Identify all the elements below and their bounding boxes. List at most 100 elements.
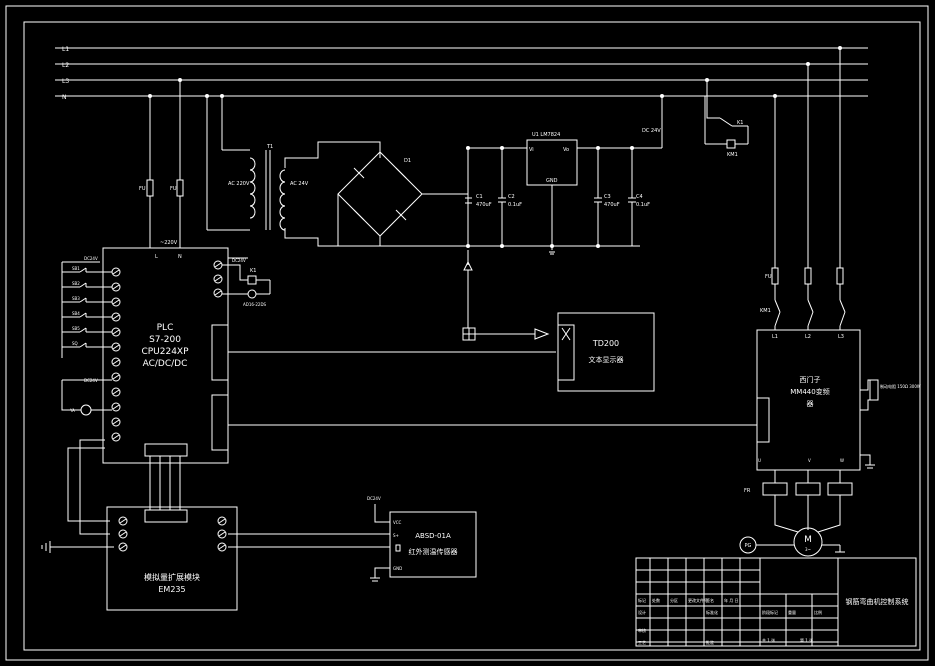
terminal-slot — [112, 314, 120, 320]
sensor-pin: GND — [393, 566, 402, 571]
terminal-screw — [217, 542, 227, 552]
display-sub: 文本显示器 — [589, 355, 624, 364]
diode — [395, 167, 407, 179]
relay-label: K1 — [250, 268, 256, 274]
fuse-label: FU — [139, 186, 146, 192]
display-title: TD200 — [592, 339, 619, 348]
terminal-slot — [112, 269, 120, 275]
ext-wire — [67, 447, 110, 522]
terminal-screw — [217, 516, 227, 526]
coil — [249, 193, 256, 207]
coil — [279, 205, 286, 219]
motor-wire — [774, 515, 799, 533]
sensor-sub: 红外测温传感器 — [409, 547, 458, 556]
relay-wire — [706, 80, 720, 119]
inverter-label: 西门子 — [800, 375, 821, 384]
relay-coil — [247, 275, 257, 285]
dc24-label: DC24V — [84, 378, 98, 383]
junction-dot — [205, 94, 209, 98]
lamp — [247, 289, 257, 299]
wire — [561, 327, 571, 341]
junction-dot — [466, 146, 470, 150]
inverter-label: 器 — [807, 400, 814, 408]
terminal-screw — [217, 529, 227, 539]
motor-label: M — [804, 535, 812, 545]
title-cell: 批准 — [706, 639, 714, 645]
title-block — [635, 557, 917, 647]
coil — [249, 205, 256, 219]
junction-dot — [500, 146, 504, 150]
wire — [719, 117, 733, 127]
plc-port — [211, 394, 229, 451]
rectifier-label: D1 — [404, 158, 411, 164]
terminal-slot — [112, 284, 120, 290]
terminal-slot — [112, 344, 120, 350]
fuse — [176, 179, 184, 197]
junction-dot — [596, 244, 600, 248]
title-cell: 第 1 张 — [800, 637, 813, 643]
junction-dot — [630, 146, 634, 150]
wiring — [5, 5, 929, 661]
plc-label: PLC — [157, 323, 174, 333]
ext-title: 模拟量扩展模块 — [144, 572, 200, 582]
plc-pin: L — [155, 254, 158, 260]
title-cell: 重量 — [788, 609, 796, 615]
bridge-outline — [337, 151, 423, 237]
junction-dot — [596, 146, 600, 150]
plc-port — [211, 324, 229, 381]
junction-dots — [148, 46, 842, 248]
lamp-label: AD16-22DS — [243, 302, 267, 307]
plc-supply-label: ~220V — [160, 240, 178, 246]
ext-model: EM235 — [158, 585, 185, 594]
res-wire — [860, 379, 876, 391]
switch — [79, 297, 87, 303]
junction-dot — [148, 94, 152, 98]
terminal-slot — [112, 374, 120, 380]
junction-dot — [773, 94, 777, 98]
relay-coil — [726, 139, 736, 149]
dc24-label: DC24V — [84, 256, 98, 261]
ribbon-connector — [144, 443, 188, 457]
overload-relay — [795, 482, 821, 496]
terminal-slot — [214, 262, 222, 268]
bus-label: L2 — [62, 62, 69, 69]
coil — [279, 181, 286, 195]
sensor-box — [389, 511, 477, 578]
cap-value: 0.1uF — [508, 202, 522, 208]
terminal-screw — [111, 372, 121, 382]
terminal-screw — [213, 288, 223, 298]
junction-dot — [220, 94, 224, 98]
bus-label: L1 — [62, 46, 69, 53]
secondary-wire — [284, 141, 381, 168]
contactor-label: KM1 — [760, 308, 771, 314]
plc-label: AC/DC/DC — [143, 359, 188, 369]
inverter-port — [756, 397, 770, 443]
terminal-slot — [119, 518, 127, 524]
transformer-label: T1 — [266, 144, 273, 150]
encoder-label: PG — [745, 543, 752, 549]
inverter-pin: W — [840, 458, 844, 463]
title-cell: 共 1 张 — [762, 637, 775, 643]
junction-dot — [838, 46, 842, 50]
relay-label: KM1 — [727, 152, 738, 158]
title-cell: 工艺 — [638, 640, 646, 645]
switch — [79, 312, 87, 318]
cap-value: 470uF — [476, 202, 492, 208]
cap-label: C1 — [476, 194, 483, 200]
inverter-pin: U — [758, 458, 761, 463]
sensor-pin: S+ — [393, 533, 399, 538]
junction-dot — [466, 244, 470, 248]
coil — [249, 181, 256, 195]
title-cell: 年 月 日 — [724, 597, 739, 603]
fuse — [836, 267, 844, 285]
junction-dot — [500, 244, 504, 248]
dc-wire — [337, 194, 468, 247]
gnd-wire — [860, 454, 871, 465]
input-label: SB1 — [72, 266, 80, 271]
terminal-slot — [112, 404, 120, 410]
sensor-label: YA — [69, 408, 75, 413]
wire — [807, 311, 814, 327]
regulator-pin: GND — [546, 178, 558, 184]
dc24-label: DC 24V — [642, 128, 661, 134]
input-label: SB5 — [72, 326, 80, 331]
